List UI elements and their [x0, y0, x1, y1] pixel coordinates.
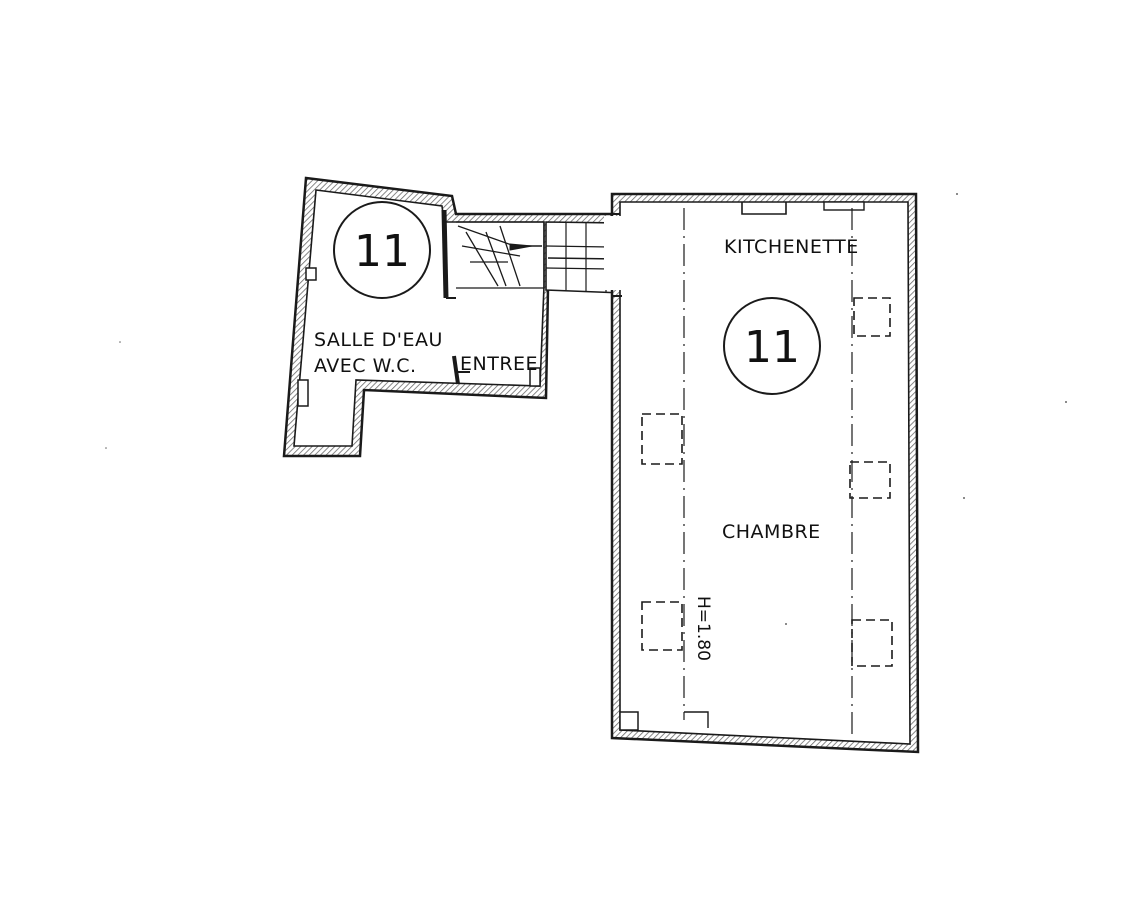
wall-fixture	[529, 367, 541, 387]
bedroom-label: CHAMBRE	[722, 521, 821, 543]
skylight	[641, 601, 683, 651]
winding-staircase	[456, 221, 545, 289]
entry-partition	[452, 355, 460, 385]
ceiling-height-label: H=1.80	[693, 596, 713, 661]
washroom-label-line2: AVEC W.C.	[314, 355, 417, 377]
left-unit-badge: 11	[354, 226, 410, 277]
window-recess	[741, 202, 787, 215]
skylight	[641, 413, 683, 465]
wall-fixture	[305, 267, 317, 281]
left-unit: 11 SALLE D'EAU AVEC W.C. ENTREE	[282, 176, 614, 458]
kitchenette-label: KITCHENETTE	[724, 236, 859, 258]
corner-fixture	[619, 711, 639, 731]
right-unit-badge-circle	[723, 297, 821, 395]
window-recess	[823, 201, 865, 211]
skylight	[851, 619, 893, 667]
entry-label: ENTREE	[460, 353, 538, 375]
skylight	[853, 297, 891, 337]
right-unit-badge: 11	[744, 322, 800, 373]
skylight	[849, 461, 891, 499]
partition-wall	[441, 209, 449, 299]
wall-fixture	[297, 379, 309, 407]
right-unit: 11 KITCHENETTE CHAMBRE H=1.80	[604, 192, 920, 754]
scan-specks	[105, 193, 1067, 625]
right-unit-inner-space	[619, 201, 911, 745]
left-unit-badge-circle	[333, 201, 431, 299]
washroom-label-line1: SALLE D'EAU	[314, 329, 443, 351]
